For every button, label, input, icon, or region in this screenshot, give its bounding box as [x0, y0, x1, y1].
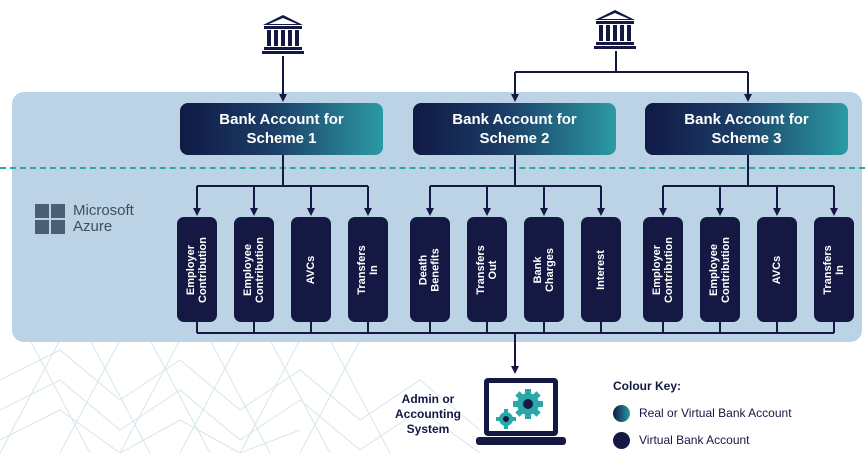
- virtual-account-label: Employee Contribution: [708, 236, 733, 303]
- gradient-swatch-icon: [613, 405, 630, 422]
- colour-key-label: Virtual Bank Account: [639, 433, 750, 447]
- virtual-account-transfers-in: Transfers In: [814, 217, 854, 322]
- virtual-account-interest: Interest: [581, 217, 621, 322]
- bank-account-label: Bank Account for Scheme 3: [684, 111, 809, 147]
- virtual-account-transfers-in: Transfers In: [348, 217, 388, 322]
- virtual-account-label: Transfers In: [822, 244, 846, 295]
- virtual-account-label: AVCs: [305, 255, 317, 284]
- bank-account-scheme-2: Bank Account for Scheme 2: [413, 103, 616, 155]
- virtual-account-employee-contribution: Employee Contribution: [700, 217, 740, 322]
- colour-key-label: Real or Virtual Bank Account: [639, 406, 792, 420]
- virtual-account-label: Employer Contribution: [651, 236, 676, 303]
- virtual-account-avcs: AVCs: [757, 217, 797, 322]
- virtual-account-transfers-out: Transfers Out: [467, 217, 507, 322]
- bank-icon-left: [262, 15, 304, 54]
- laptop-gears-icon: [476, 378, 566, 445]
- bank-icon-right: [594, 10, 636, 49]
- virtual-account-label: Transfers Out: [475, 244, 499, 295]
- virtual-account-label: Death Benefits: [418, 247, 442, 292]
- platform-label: Microsoft Azure: [73, 202, 134, 235]
- virtual-account-employer-contribution: Employer Contribution: [177, 217, 217, 322]
- virtual-account-label: Employer Contribution: [185, 236, 210, 303]
- virtual-account-avcs: AVCs: [291, 217, 331, 322]
- virtual-account-bank-charges: Bank Charges: [524, 217, 564, 322]
- virtual-account-employer-contribution: Employer Contribution: [643, 217, 683, 322]
- microsoft-logo-icon: [35, 204, 65, 234]
- bank-account-label: Bank Account for Scheme 1: [219, 111, 344, 147]
- admin-system-label: Admin or Accounting System: [395, 392, 461, 436]
- solid-swatch-icon: [613, 432, 630, 449]
- virtual-account-label: Bank Charges: [532, 247, 557, 292]
- virtual-account-label: Interest: [595, 249, 607, 290]
- virtual-account-death-benefits: Death Benefits: [410, 217, 450, 322]
- virtual-account-label: Transfers In: [356, 244, 380, 295]
- wireframe-background: [0, 340, 480, 453]
- colour-key-title: Colour Key:: [613, 379, 682, 393]
- virtual-account-label: Employee Contribution: [242, 236, 267, 303]
- virtual-account-employee-contribution: Employee Contribution: [234, 217, 274, 322]
- boundary-divider: [0, 167, 865, 169]
- bank-account-label: Bank Account for Scheme 2: [452, 111, 577, 147]
- bank-account-scheme-3: Bank Account for Scheme 3: [645, 103, 848, 155]
- bank-account-scheme-1: Bank Account for Scheme 1: [180, 103, 383, 155]
- virtual-account-label: AVCs: [771, 255, 783, 284]
